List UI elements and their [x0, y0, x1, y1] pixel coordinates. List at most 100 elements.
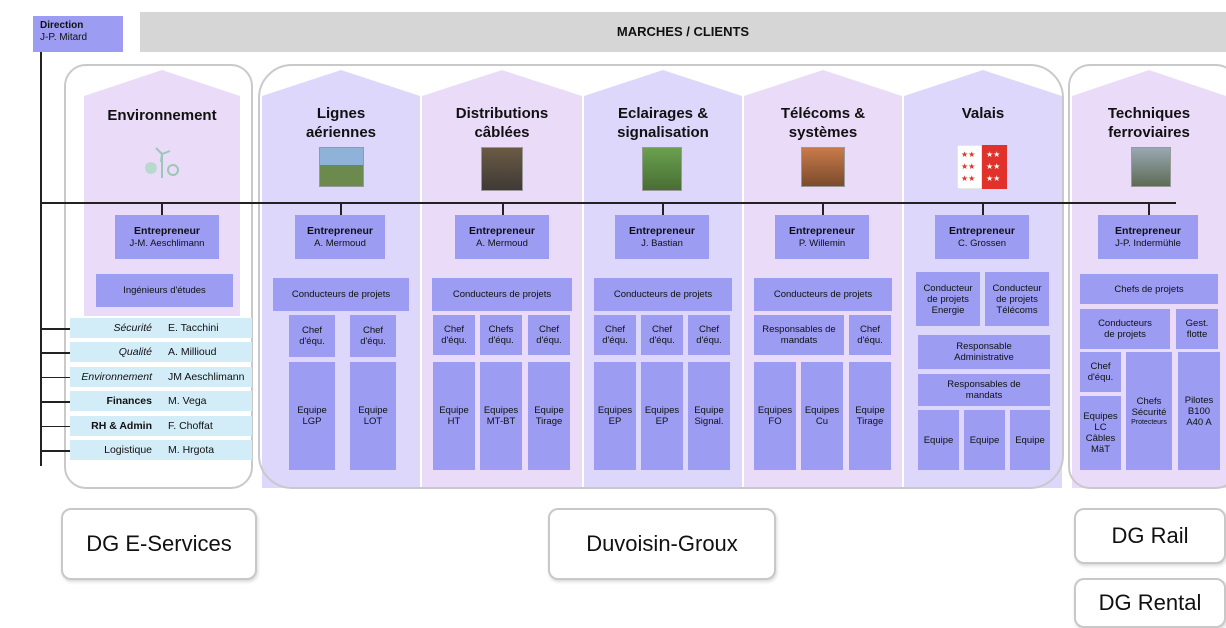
- service-owner: E. Tacchini: [168, 322, 219, 334]
- rail-photo: [1131, 147, 1171, 187]
- telecom-manager-box: Entrepreneur P. Willemin: [775, 215, 869, 259]
- distrib-drop: [502, 202, 504, 215]
- rail-equipes-box: Equipes LC Câbles MäT: [1080, 396, 1121, 470]
- rail-drop: [1148, 202, 1150, 215]
- service-row: Finances M. Vega: [70, 391, 252, 412]
- rail-manager-role: Entrepreneur: [1115, 225, 1181, 237]
- env-engineers-box: Ingénieurs d'études: [96, 274, 233, 307]
- eclair-team-box-1: Equipes EP: [594, 362, 636, 470]
- distrib-title: Distributions câblées: [422, 104, 582, 142]
- env-arrow: [84, 70, 240, 96]
- distrib-chef-box-2: Chefs d'équ.: [480, 315, 522, 355]
- telecom-manager-role: Entrepreneur: [789, 225, 855, 237]
- distrib-team-box-3: Equipe Tirage: [528, 362, 570, 470]
- company-label-eservices: DG E-Services: [61, 508, 257, 580]
- telecom-team-box-2: Equipes Cu: [801, 362, 843, 470]
- valais-manager-box: Entrepreneur C. Grossen: [935, 215, 1029, 259]
- lignes-manager-name: A. Mermoud: [314, 238, 366, 249]
- svg-text:★★: ★★: [986, 174, 1000, 183]
- eclair-team-box-2: Equipes EP: [641, 362, 683, 470]
- company-label-duvoisin: Duvoisin-Groux: [548, 508, 776, 580]
- eclair-photo: [642, 147, 682, 191]
- env-title: Environnement: [107, 107, 217, 124]
- eclair-chef-box-3: Chef d'équ.: [688, 315, 730, 355]
- lignes-chef-box-2: Chef d'équ.: [350, 315, 396, 357]
- distrib-chef-box-1: Chef d'équ.: [433, 315, 475, 355]
- eclair-title-line1: Eclairages &: [617, 105, 709, 122]
- svg-text:★★: ★★: [961, 174, 975, 183]
- rail-chefs-projets-box: Chefs de projets: [1080, 274, 1218, 304]
- valais-team-box-3: Equipe: [1010, 410, 1050, 470]
- telecom-team-box-1: Equipes FO: [754, 362, 796, 470]
- telecom-title: Télécoms & systèmes: [744, 104, 902, 142]
- eclair-conducteurs-box: Conducteurs de projets: [594, 278, 732, 311]
- valais-flag-icon: ★★★★★★ ★★★★★★: [956, 144, 1007, 190]
- env-column: [84, 96, 240, 200]
- telecom-arrow: [744, 70, 902, 96]
- service-row: Logistique M. Hrgota: [70, 440, 252, 460]
- service-name: Finances: [106, 395, 152, 408]
- lignes-photo: [319, 147, 364, 187]
- rail-chefs-securite-label: Chefs Sécurité: [1131, 395, 1167, 418]
- duvoisin-outline: [258, 64, 1064, 489]
- rail-manager-box: Entrepreneur J-P. Indermühle: [1098, 215, 1198, 259]
- distrib-title-line1: Distributions: [455, 105, 549, 122]
- service-owner: A. Millioud: [168, 346, 217, 359]
- distrib-manager-name: A. Mermoud: [476, 238, 528, 249]
- service-connector-tick: [40, 352, 70, 354]
- distrib-photo: [481, 147, 523, 191]
- distrib-conducteurs-box: Conducteurs de projets: [432, 278, 572, 311]
- eclair-chef-box-1: Chef d'équ.: [594, 315, 636, 355]
- service-name: Logistique: [104, 444, 152, 456]
- telecom-conducteurs-box: Conducteurs de projets: [754, 278, 892, 311]
- lignes-conducteurs-box: Conducteurs de projets: [273, 278, 409, 311]
- service-name: Qualité: [118, 346, 152, 359]
- service-name: RH & Admin: [91, 419, 152, 432]
- telecom-chef-box: Chef d'équ.: [849, 315, 891, 355]
- direction-line: [40, 52, 42, 466]
- rail-chefs-securite-box: Chefs Sécurité Protecteurs: [1126, 352, 1172, 470]
- env-drop: [161, 202, 163, 215]
- env-manager-role: Entrepreneur: [134, 225, 200, 237]
- valais-title: Valais: [961, 105, 1005, 122]
- telecom-title-line1: Télécoms &: [780, 105, 866, 122]
- lignes-title: Lignes aériennes: [262, 104, 420, 142]
- env-wind-turbine-icon: [143, 146, 181, 182]
- eclair-team-box-3: Equipe Signal.: [688, 362, 730, 470]
- distrib-manager-role: Entrepreneur: [469, 225, 535, 237]
- rail-title-line1: Techniques: [1107, 105, 1191, 122]
- lignes-drop: [340, 202, 342, 215]
- distrib-team-box-2: Equipes MT-BT: [480, 362, 522, 470]
- rail-arrow: [1072, 70, 1226, 96]
- valais-manager-name: C. Grossen: [957, 238, 1007, 249]
- eclair-title-line2: signalisation: [617, 124, 709, 141]
- telecom-resp-box: Responsables de mandats: [754, 315, 844, 355]
- service-name: Environnement: [81, 370, 152, 383]
- lignes-manager-role: Entrepreneur: [307, 225, 373, 237]
- lignes-title-line2: aériennes: [305, 124, 377, 141]
- telecom-manager-name: P. Willemin: [798, 238, 846, 249]
- distrib-chef-box-3: Chef d'équ.: [528, 315, 570, 355]
- rail-pilotes-box: Pilotes B100 A40 A: [1178, 352, 1220, 470]
- service-connector-tick: [40, 401, 70, 403]
- company-label-rail: DG Rail: [1074, 508, 1226, 564]
- management-line: [40, 202, 1176, 204]
- service-connector-tick: [40, 450, 70, 452]
- lignes-manager-box: Entrepreneur A. Mermoud: [295, 215, 385, 259]
- svg-text:★★: ★★: [961, 150, 975, 159]
- service-owner: F. Choffat: [168, 419, 213, 432]
- service-owner: M. Vega: [168, 395, 207, 408]
- rail-outline: [1068, 64, 1226, 489]
- valais-cond-telecoms-box: Conducteur de projets Télécoms: [985, 272, 1049, 326]
- rail-title: Techniques ferroviaires: [1072, 104, 1226, 142]
- service-connector-tick: [40, 376, 70, 379]
- rail-manager-name: J-P. Indermühle: [1115, 238, 1181, 249]
- eclair-manager-name: J. Bastian: [641, 238, 683, 249]
- direction-box: Direction J-P. Mitard: [33, 16, 123, 52]
- distrib-team-box-1: Equipe HT: [433, 362, 475, 470]
- eclair-manager-role: Entrepreneur: [629, 225, 695, 237]
- svg-text:★★: ★★: [986, 150, 1000, 159]
- service-owner: M. Hrgota: [168, 444, 215, 456]
